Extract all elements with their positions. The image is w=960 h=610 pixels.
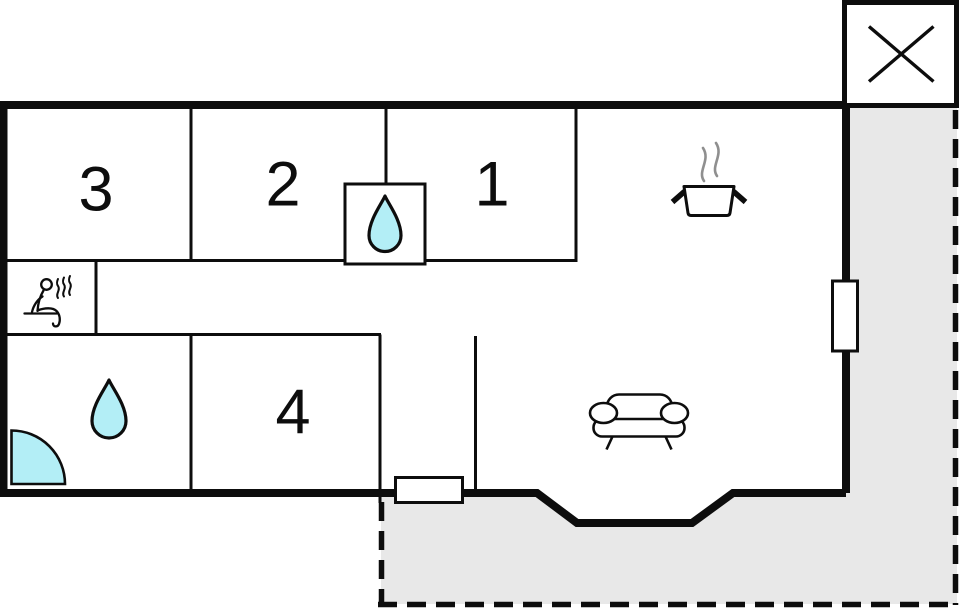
sauna-person-with-steam-icon: [23, 275, 72, 328]
water-drop-icon: [90, 378, 128, 440]
sofa-seat: [592, 417, 686, 438]
crossed-box-x-mark: [867, 25, 935, 83]
sofa-armrest: [659, 401, 690, 425]
interior-walls: [7, 105, 578, 503]
sauna-person-arm: [30, 295, 44, 314]
steaming-pot-icon: [670, 141, 748, 217]
sauna-steam: [62, 276, 66, 298]
pot-body: [682, 185, 736, 217]
sofa-legs: [605, 435, 673, 451]
window-right-wall: [831, 279, 859, 353]
room-label-1: 1: [474, 149, 510, 220]
outer-walls: [0, 101, 850, 527]
room-label-2: 2: [265, 149, 301, 220]
water-drop-icon: [367, 194, 403, 254]
pot-steam: [700, 146, 707, 183]
sauna-steam: [56, 278, 60, 299]
sauna-person-leg: [36, 307, 61, 328]
room-label-4: 4: [275, 377, 311, 448]
terrace-dashed-border: [378, 110, 959, 608]
pot-steam: [713, 141, 720, 178]
sauna-steam: [68, 275, 72, 296]
door-swing-arc: [10, 429, 67, 486]
sofa-icon: [588, 393, 690, 451]
window-entrance-bottom: [394, 476, 464, 504]
terrace-area: [381, 105, 957, 604]
pot-handle: [731, 189, 748, 205]
pot-handle: [670, 189, 687, 205]
sofa-armrest: [588, 401, 619, 425]
sauna-person-head: [40, 278, 53, 291]
room-label-3: 3: [78, 154, 114, 225]
